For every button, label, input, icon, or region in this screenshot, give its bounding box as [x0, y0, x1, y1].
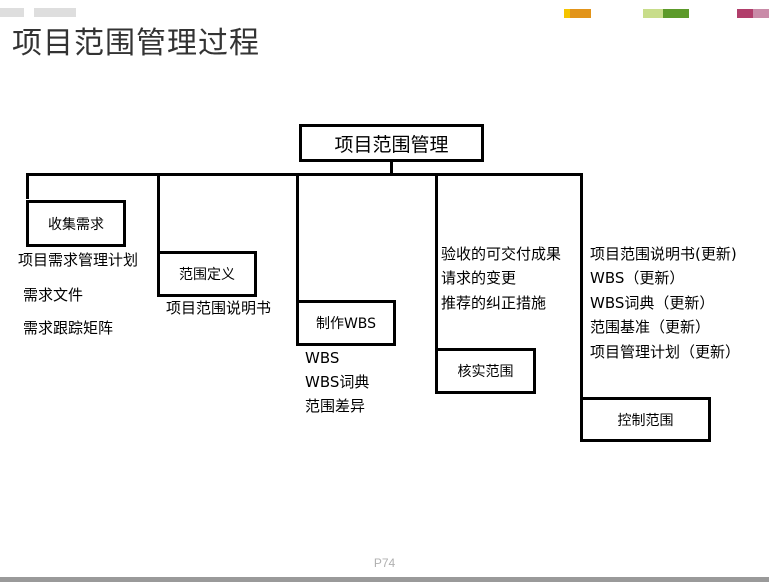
top-bar-right-3 — [643, 9, 663, 18]
top-bar-right-5 — [737, 9, 753, 18]
top-bar-right-4 — [663, 9, 689, 18]
node-control-scope: 控制范围 — [580, 397, 711, 442]
node-verify-scope: 核实范围 — [435, 348, 536, 394]
top-bar-right-6 — [753, 9, 769, 18]
root-node-label: 项目范围管理 — [334, 133, 449, 156]
top-bar-left-2 — [34, 8, 76, 17]
output-item: 需求跟踪矩阵 — [23, 319, 114, 337]
output-item: 范围差异 — [305, 397, 366, 415]
slide-title: 项目范围管理过程 — [12, 26, 260, 61]
node-label: 范围定义 — [179, 267, 235, 283]
node-create-wbs: 制作WBS — [296, 300, 396, 346]
output-item: WBS（更新） — [590, 269, 685, 287]
output-item: 需求文件 — [23, 286, 84, 304]
top-bar-right-2 — [570, 9, 591, 18]
node-collect-requirements: 收集需求 — [26, 200, 126, 247]
drop-line-5 — [580, 173, 583, 398]
output-item: 请求的变更 — [441, 269, 517, 287]
drop-line-2 — [157, 173, 160, 251]
output-item: 项目需求管理计划 — [18, 251, 139, 269]
node-label: 核实范围 — [457, 364, 514, 380]
output-item: 项目范围说明书(更新) — [590, 245, 737, 263]
node-label: 收集需求 — [48, 216, 104, 233]
drop-line-4 — [435, 173, 438, 349]
output-item: WBS词典（更新） — [590, 294, 715, 312]
output-item: WBS词典 — [305, 373, 370, 391]
drop-line-3 — [296, 173, 299, 300]
top-bar-left-1 — [0, 8, 24, 17]
output-item: 范围基准（更新） — [590, 318, 711, 336]
output-item: WBS — [305, 349, 340, 367]
output-item: 项目范围说明书 — [166, 299, 272, 317]
output-item: 项目管理计划（更新） — [590, 343, 741, 361]
output-item: 推荐的纠正措施 — [441, 294, 547, 312]
page-number: P74 — [373, 556, 396, 570]
top-bar-right-1 — [564, 9, 570, 18]
footer-divider — [0, 577, 769, 582]
node-label: 控制范围 — [617, 412, 674, 429]
horizontal-connector — [26, 173, 582, 176]
root-node: 项目范围管理 — [299, 124, 484, 162]
node-label: 制作WBS — [315, 316, 377, 332]
output-item: 验收的可交付成果 — [441, 245, 562, 263]
node-define-scope: 范围定义 — [157, 251, 257, 297]
root-stem — [390, 160, 393, 175]
drop-line-1 — [26, 173, 29, 199]
